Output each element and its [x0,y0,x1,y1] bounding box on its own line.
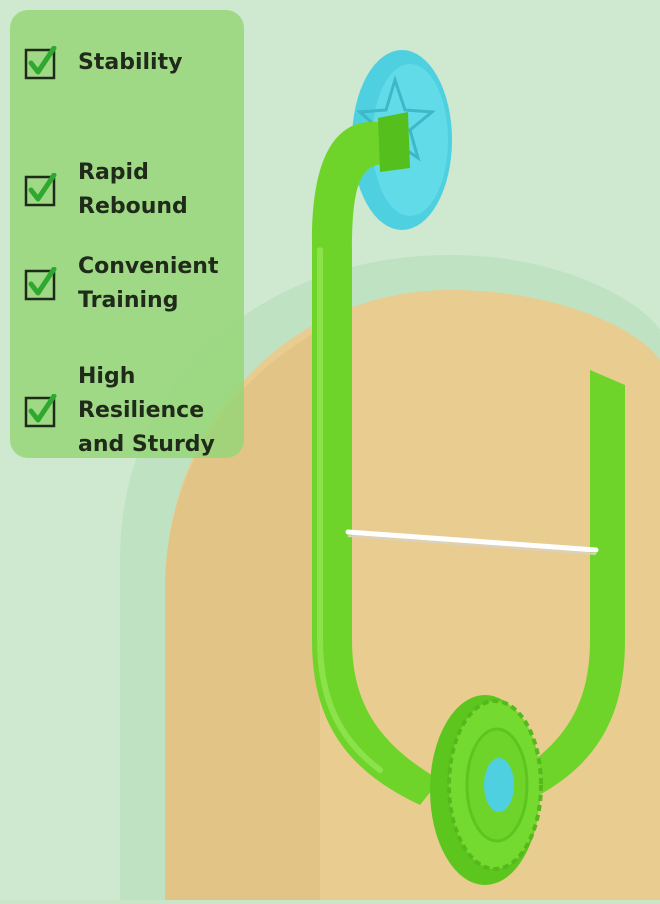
wall-mount-face [372,64,448,216]
arm-bracket [378,112,410,172]
tension-rod-shadow [347,535,597,555]
arch-shadow [165,330,320,900]
checkbox-check-icon [24,172,58,207]
hub-center-cap [484,758,514,812]
device-right-arm [505,370,625,805]
feature-label: Rapid Rebound [78,160,188,219]
feature-label: Convenient Training [78,254,219,313]
tension-rod [345,529,599,553]
feature-label: High Resilience and Sturdy [78,364,215,457]
checkbox-check-icon [24,393,58,428]
feature-item-rapid-rebound: Rapid Rebound [24,156,248,224]
feature-item-high-resilience: High Resilience and Sturdy [24,360,248,462]
device-left-arm [312,121,440,806]
checkbox-check-icon [24,266,58,301]
feature-panel: Stability Rapid Rebound Convenient Train… [10,10,244,458]
feature-item-convenient-training: Convenient Training [24,250,248,318]
feature-item-stability: Stability [24,45,248,80]
feature-label: Stability [78,50,183,75]
checkbox-check-icon [24,45,58,80]
arm-highlight [317,247,383,773]
